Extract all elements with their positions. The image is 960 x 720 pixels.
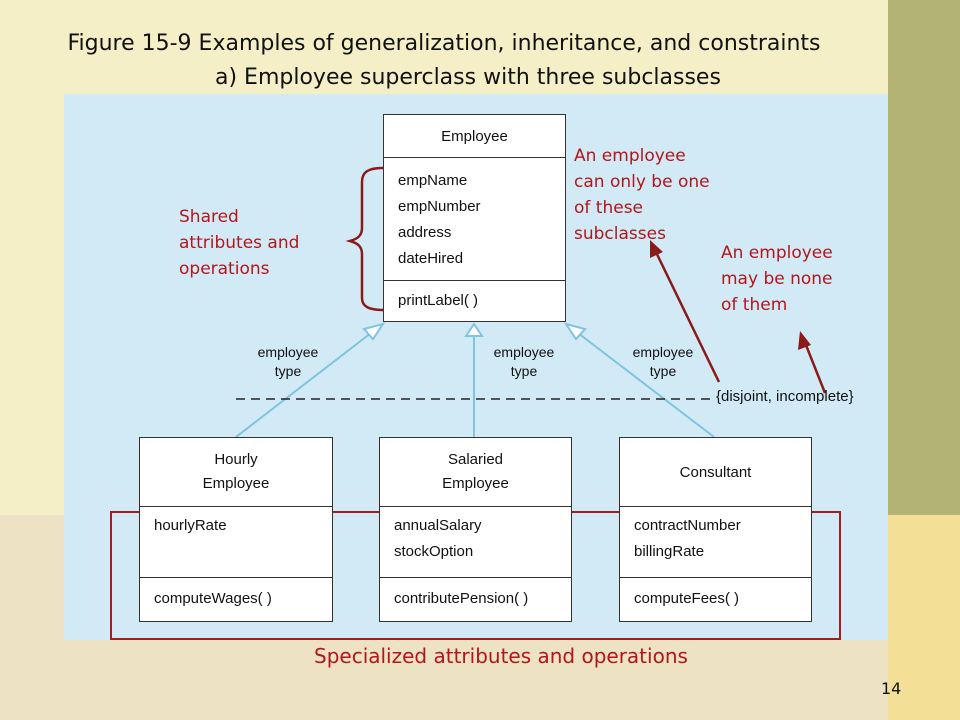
operation: printLabel( ) [398, 292, 479, 309]
disjoint-note: An employee can only be one of these sub… [574, 143, 710, 247]
employee-class-name-text: Employee [441, 128, 508, 145]
incomplete-arrow-line [802, 339, 827, 394]
note-line: An employee [574, 146, 686, 166]
link-label-line: employee [257, 344, 319, 360]
hourly-employee-class-name: Hourly Employee [140, 438, 332, 507]
class-name-line: Employee [442, 475, 509, 492]
shared-brace [345, 166, 384, 312]
consultant-attributes: contractNumber billingRate [620, 507, 811, 578]
slide-subtitle: a) Employee superclass with three subcla… [215, 65, 721, 90]
attribute: empName [398, 172, 468, 189]
operation: computeWages( ) [154, 590, 272, 607]
employee-class: Employee empName empNumber address dateH… [383, 114, 566, 322]
salaried-employee-attributes: annualSalary stockOption [380, 507, 571, 578]
note-line: of them [721, 295, 788, 315]
note-line: can only be one [574, 172, 710, 192]
inheritance-arrowhead-center [464, 322, 484, 337]
salaried-employee-class: Salaried Employee annualSalary stockOpti… [379, 437, 572, 622]
hourly-employee-attributes: hourlyRate [140, 507, 332, 578]
note-line: operations [179, 259, 270, 279]
note-line: attributes and [179, 233, 300, 253]
class-name-line: Consultant [679, 464, 752, 481]
consultant-class-name: Consultant [620, 438, 811, 507]
inheritance-arrowhead-left [362, 322, 386, 341]
attribute: dateHired [398, 250, 464, 267]
hourly-employee-operations: computeWages( ) [140, 578, 332, 620]
link-label-line: employee [493, 344, 555, 360]
operation: contributePension( ) [394, 590, 529, 607]
attribute: annualSalary [394, 517, 482, 534]
link-hourly-to-employee [235, 332, 372, 438]
link-label-line: type [649, 363, 677, 379]
attribute: stockOption [394, 543, 474, 560]
salaried-employee-operations: contributePension( ) [380, 578, 571, 620]
disjoint-arrow-line [652, 247, 721, 383]
attribute: hourlyRate [154, 517, 227, 534]
class-name-line: Employee [202, 475, 270, 492]
background-right-olive-band [888, 0, 960, 515]
shared-attributes-note: Shared attributes and operations [179, 204, 299, 282]
consultant-operations: computeFees( ) [620, 578, 811, 620]
link-label-line: type [274, 363, 302, 379]
class-name-line: Salaried [447, 451, 504, 468]
note-line: An employee [721, 243, 833, 263]
attribute: empNumber [398, 198, 481, 215]
inheritance-arrowhead-right [563, 322, 587, 341]
employee-operations: printLabel( ) [384, 281, 565, 320]
note-line: Shared [179, 207, 239, 227]
link-label-line: type [510, 363, 538, 379]
background-right-gold-band [888, 515, 960, 720]
attribute: billingRate [634, 543, 705, 560]
constraint-label: {disjoint, incomplete} [716, 388, 854, 405]
note-line: of these [574, 198, 644, 218]
attribute: address [398, 224, 452, 241]
salaried-employee-class-name: Salaried Employee [380, 438, 571, 507]
link-consultant-to-employee [577, 332, 715, 438]
slide-title: Figure 15-9 Examples of generalization, … [67, 31, 821, 56]
attribute: contractNumber [634, 517, 741, 534]
incomplete-arrowhead [798, 331, 811, 350]
class-name-line: Hourly [214, 451, 258, 468]
link-label-hourly: employee type [243, 343, 333, 381]
page-number: 14 [881, 679, 902, 698]
incomplete-note: An employee may be none of them [721, 240, 833, 318]
operation: computeFees( ) [634, 590, 740, 607]
employee-attributes: empName empNumber address dateHired [384, 158, 565, 281]
disjoint-arrowhead [650, 240, 663, 258]
link-label-salaried: employee type [479, 343, 569, 381]
specialized-caption: Specialized attributes and operations [314, 644, 688, 668]
hourly-employee-class: Hourly Employee hourlyRate computeWages(… [139, 437, 333, 622]
link-label-line: employee [632, 344, 694, 360]
link-label-consultant: employee type [618, 343, 708, 381]
employee-class-name: Employee [384, 115, 565, 158]
consultant-class: Consultant contractNumber billingRate co… [619, 437, 812, 622]
note-line: subclasses [574, 224, 666, 244]
note-line: may be none [721, 269, 833, 289]
